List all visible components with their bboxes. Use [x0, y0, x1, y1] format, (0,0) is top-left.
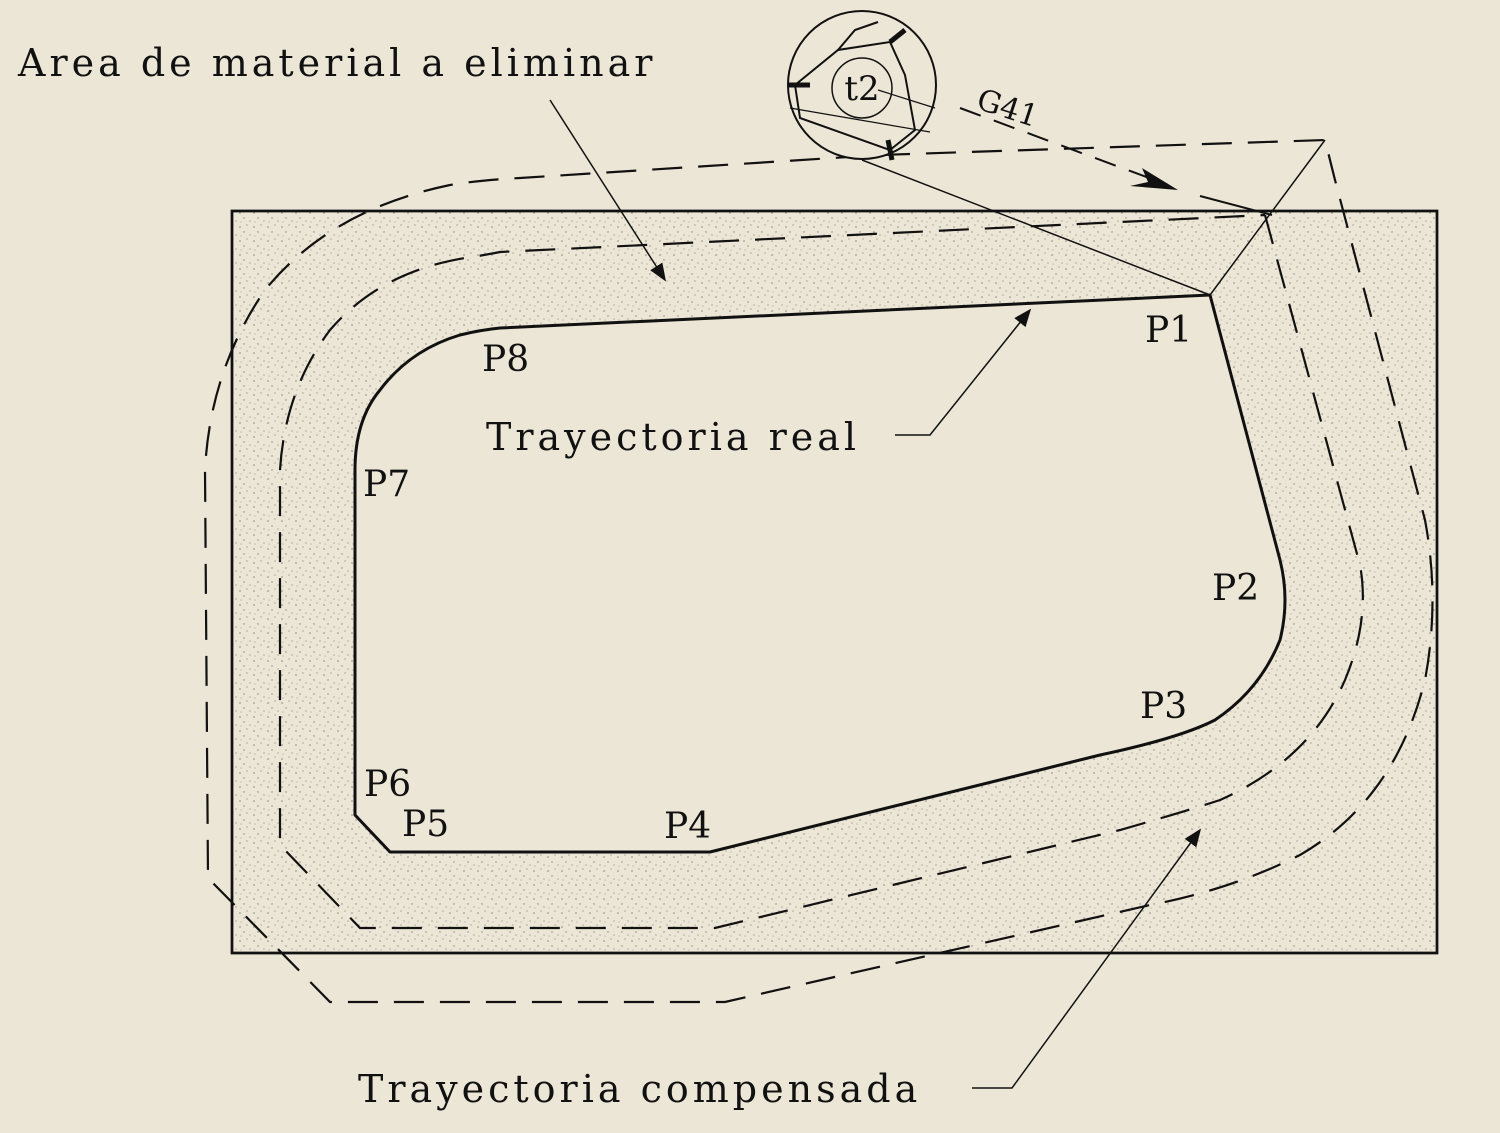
g41-label: G41 — [973, 82, 1043, 134]
compensated-path-outer — [203, 138, 1434, 1004]
stock-outline — [230, 209, 1439, 955]
area-pointer — [549, 99, 666, 282]
point-label-p6: P6 — [364, 764, 411, 805]
direction-arrow — [959, 107, 1273, 216]
point-label-p8: P8 — [482, 339, 529, 380]
point-label-p2: P2 — [1212, 568, 1259, 609]
real-path-pointer — [895, 308, 1032, 436]
point-label-p7: P7 — [363, 464, 410, 505]
compensated-path-label: Trayectoria compensada — [358, 1067, 921, 1111]
real-path-label: Trayectoria real — [486, 415, 860, 459]
area-label: Area de material a eliminar — [17, 41, 656, 85]
compensated-path-inner — [278, 213, 1364, 930]
approach-line — [1209, 139, 1326, 296]
tool-to-p1-line — [861, 159, 1211, 296]
tool-label: t2 — [844, 69, 879, 109]
point-label-p1: P1 — [1145, 310, 1192, 351]
point-label-p3: P3 — [1140, 686, 1187, 727]
tool-icon: t2 — [787, 10, 937, 161]
compensated-path-pointer — [972, 828, 1202, 1089]
real-path — [353, 293, 1287, 854]
point-label-p5: P5 — [402, 804, 449, 845]
material-area — [230, 209, 1439, 955]
point-label-p4: P4 — [664, 806, 711, 847]
